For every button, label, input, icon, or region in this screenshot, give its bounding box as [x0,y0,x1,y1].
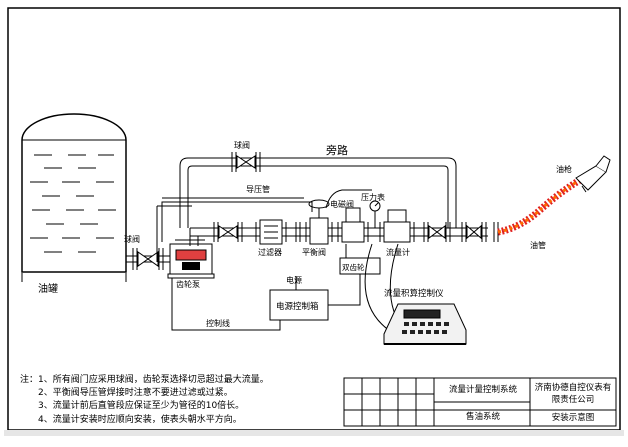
nozzle-label: 油枪 [556,164,572,174]
oil-hose [497,176,582,236]
control-wiring [171,189,405,337]
tank-label: 油罐 [38,282,58,295]
bypass-label: 旁路 [326,143,348,157]
bypass-valve [231,152,261,172]
pressure-pipe-label: 导压管 [246,184,270,194]
flow-integrator-instrument [383,303,467,345]
note-row-1: 注：1、所有阀门应采用球阀，齿轮泵选择切忌超过最大流量。 [20,374,350,387]
gear-pump [156,205,215,279]
instrument-label: 流量积算控制仪 [384,288,444,299]
title-block [343,377,617,427]
hose-label: 油管 [530,240,546,250]
filter-label: 过滤器 [258,247,282,257]
pressure-pipe [161,197,313,212]
balance-valve-label: 平衡阀 [302,247,326,257]
gear-pump-label: 齿轮泵 [176,279,200,289]
inlet-pipe [126,248,170,270]
solenoid-valve-label: 电磁阀 [330,199,354,209]
control-line-label: 控制线 [206,318,230,328]
oil-tank [21,113,127,282]
pressure-gauge [369,200,381,228]
frame-shadow [4,430,624,436]
balance-valve [305,199,333,245]
note-item: 4、流量计安装时应顺向安装，使表头朝水平方向。 [38,414,242,425]
note-row-2: 2、平衡阀导压管焊接时注意不要进过滤或过紧。 [20,387,350,400]
flow-meter [379,209,415,243]
power-label: 电源 [286,275,302,285]
note-row-3: 3、流量计前后直管段应保证至少为管径的10倍长。 [20,400,350,413]
ball-valve-left-label: 球阀 [124,234,140,244]
main-flange-2 [295,222,301,242]
title-company: 济南协德自控仪表有限责任公司 [534,383,612,405]
note-item: 1、所有阀门应采用球阀，齿轮泵选择切忌超过最大流量。 [38,375,269,385]
installation-notes: 注：1、所有阀门应采用球阀，齿轮泵选择切忌超过最大流量。 2、平衡阀导压管焊接时… [20,374,350,427]
main-valve-4 [461,222,487,242]
control-box [269,289,329,321]
title-drawing: 安装示意图 [551,413,595,423]
pressure-gauge-label: 压力表 [361,192,385,202]
ball-valve-top-label: 球阀 [234,140,250,150]
filter [255,219,287,245]
solenoid-valve [337,207,369,243]
main-valve-1 [213,222,243,242]
title-system: 流量计量控制系统 [448,385,517,395]
pipe-end-flange [493,222,499,242]
oil-nozzle [575,155,611,193]
title-sub: 售油系统 [465,412,500,422]
note-item: 2、平衡阀导压管焊接时注意不要进过滤或过紧。 [38,388,233,399]
notes-lead: 注： [20,375,39,385]
control-box-label: 电源控制箱 [276,301,319,312]
note-row-4: 4、流量计安装时应顺向安装，使表头朝水平方向。 [20,414,350,427]
main-valve-3 [423,222,451,242]
flow-meter-label: 流量计 [386,247,410,257]
note-item: 3、流量计前后直管段应保证至少为管径的10倍长。 [38,401,245,412]
main-pipe [189,227,488,246]
bypass-pipe [179,157,457,228]
gear-meter-label: 双齿轮 [342,262,365,272]
